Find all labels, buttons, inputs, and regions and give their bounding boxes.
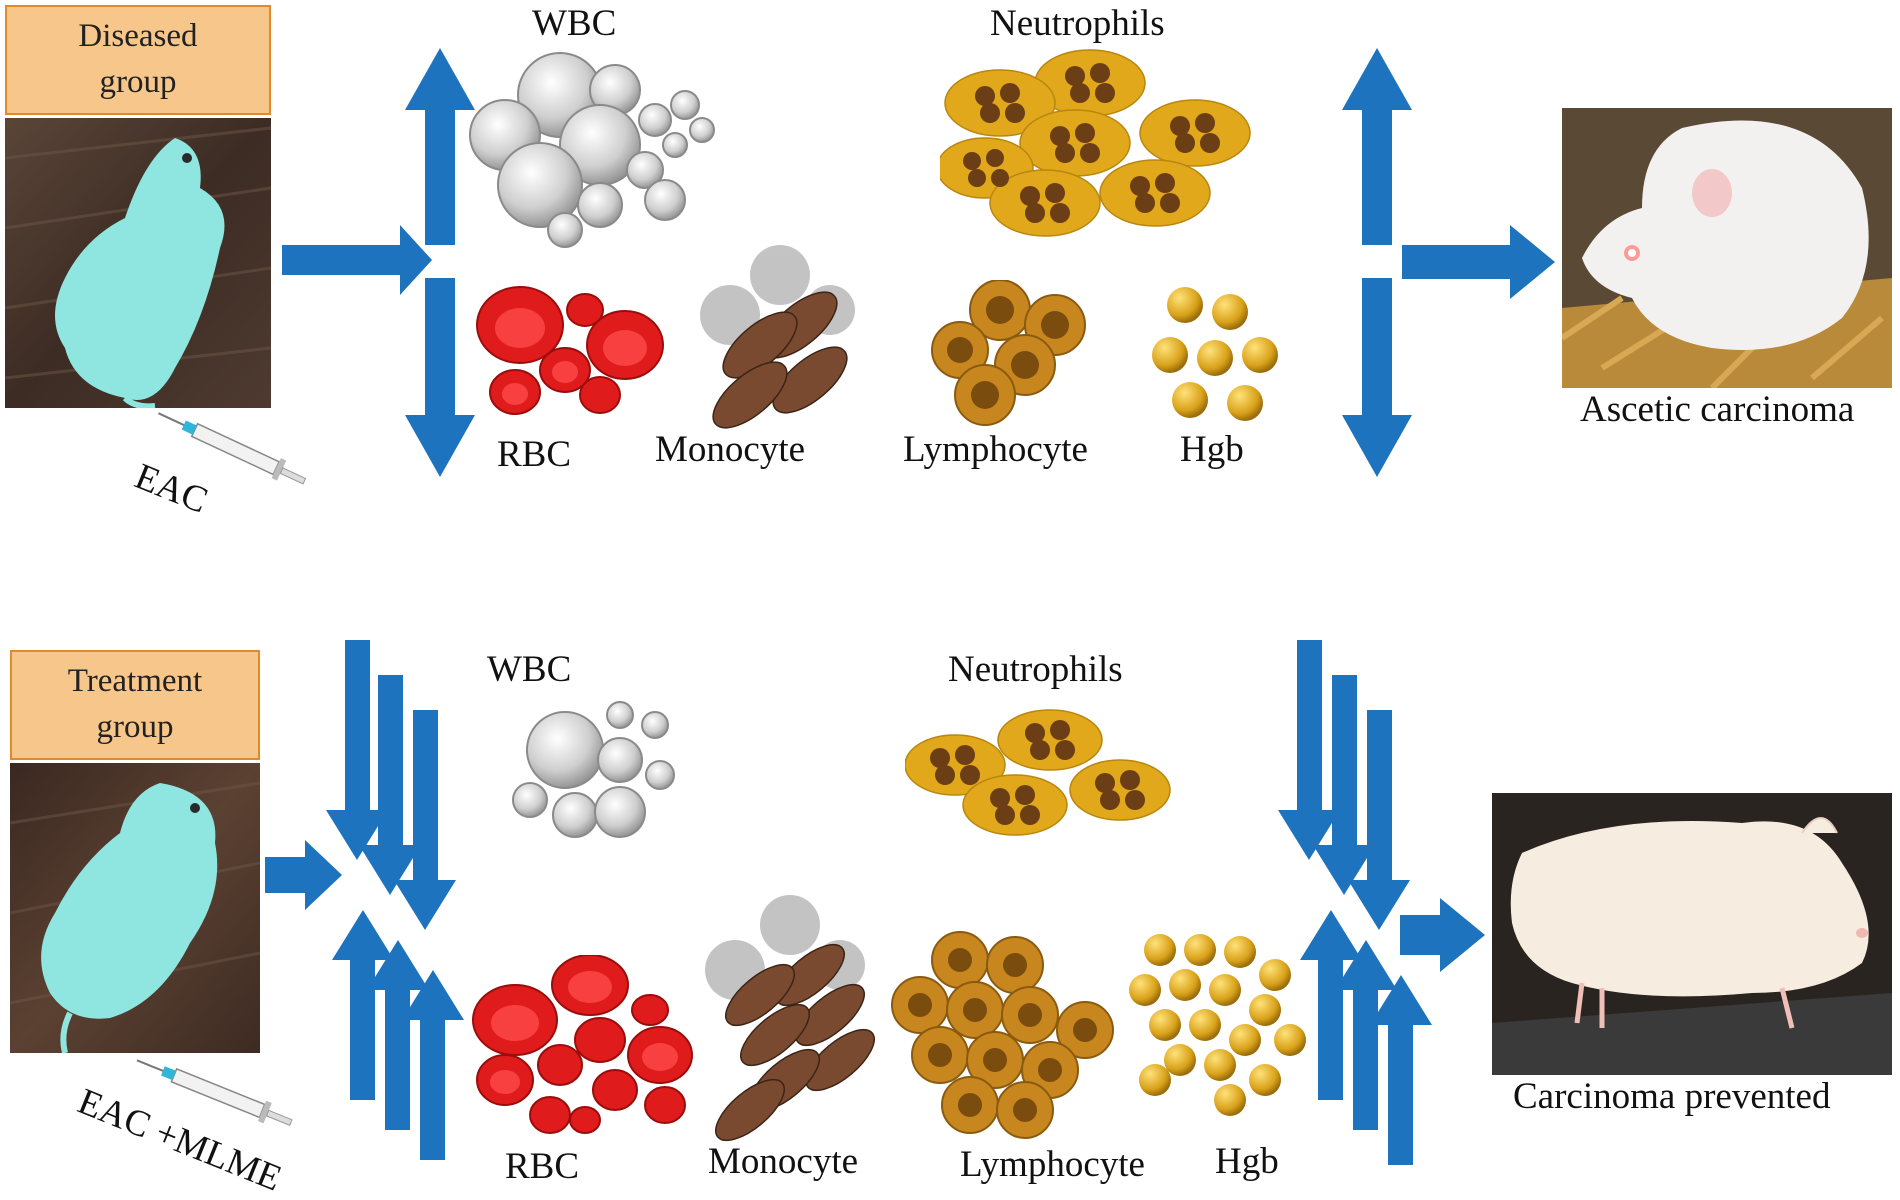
diseased-mouse-photo — [5, 118, 271, 408]
treatment-group-label-line2: group — [96, 709, 174, 745]
carcinoma-prevented-mouse-photo — [1492, 793, 1892, 1075]
monocyte-label-top: Monocyte — [655, 429, 806, 470]
wbc-label-bottom: WBC — [487, 649, 572, 690]
rbc-label-bottom: RBC — [505, 1146, 580, 1187]
neutrophils-cells-bottom — [905, 709, 1171, 836]
treatment-mouse-photo — [10, 763, 260, 1053]
wbc-cells-bottom — [512, 701, 675, 838]
rbc-cells-bottom — [472, 955, 693, 1134]
outcome-caption-bottom: Carcinoma prevented — [1513, 1076, 1831, 1117]
hgb-label-top: Hgb — [1180, 429, 1244, 470]
rbc-label-top: RBC — [497, 434, 572, 475]
monocyte-cells-top — [700, 245, 855, 429]
neutrophils-label-top: Neutrophils — [990, 3, 1165, 44]
outcome-caption-top: Ascetic carcinoma — [1580, 389, 1855, 430]
treatment-group-label-line1: Treatment — [67, 663, 203, 699]
lymphocyte-label-top: Lymphocyte — [903, 429, 1088, 470]
ascetic-carcinoma-mouse-photo — [1562, 108, 1892, 388]
wbc-cells-top — [469, 52, 715, 248]
lymphocyte-cells-top — [931, 280, 1086, 426]
diseased-group-label-line1: Diseased — [78, 18, 198, 54]
lymphocyte-cells-bottom — [891, 931, 1114, 1139]
hgb-label-bottom: Hgb — [1215, 1141, 1279, 1182]
hgb-cells-top — [1152, 287, 1278, 421]
diseased-group-label-line2: group — [99, 64, 177, 100]
monocyte-label-bottom: Monocyte — [708, 1141, 859, 1182]
treatment-group-box: Treatment group — [10, 650, 260, 760]
neutrophils-label-bottom: Neutrophils — [948, 649, 1123, 690]
diseased-group-box: Diseased group — [5, 5, 271, 115]
syringe-icon — [157, 412, 307, 485]
wbc-label-top: WBC — [532, 3, 617, 44]
neutrophils-cells-top — [940, 49, 1251, 237]
monocyte-cells-bottom — [705, 895, 875, 1142]
hgb-cells-bottom — [1129, 934, 1306, 1116]
rbc-cells-top — [476, 286, 664, 415]
syringe-icon — [136, 1059, 293, 1126]
lymphocyte-label-bottom: Lymphocyte — [960, 1144, 1145, 1185]
